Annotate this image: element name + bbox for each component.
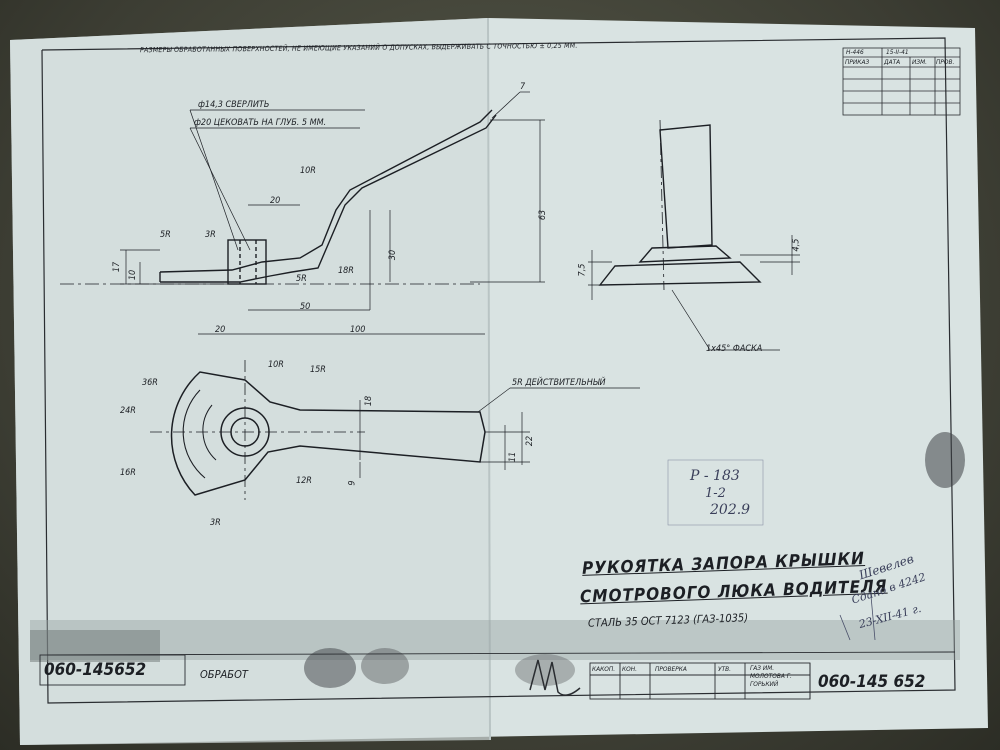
part-number-right: 060-145 652 bbox=[818, 672, 926, 692]
dim-10: 10 bbox=[128, 269, 139, 281]
stamp-cell-control: КОН. bbox=[622, 665, 638, 673]
dim-5r-left: 5R bbox=[160, 230, 171, 240]
end-view-dims bbox=[588, 235, 800, 351]
dim-4-5: 4,5 bbox=[791, 238, 802, 252]
dim-10r-side: 10R bbox=[300, 166, 316, 176]
hole-note-drill: ф14,3 СВЕРЛИТЬ bbox=[198, 100, 270, 110]
process-label: ОБРАБОТ bbox=[200, 668, 248, 681]
dim-20-side: 20 bbox=[270, 196, 281, 206]
dim-15r: 15R bbox=[310, 365, 326, 375]
revision-header-date: ДАТА bbox=[884, 58, 901, 66]
stamp-org: ГАЗ ИМ. МОЛОТОВА Г. ГОРЬКИЙ bbox=[750, 664, 792, 688]
pencil-note-1-2: 1-2 bbox=[705, 486, 726, 501]
fold-line bbox=[487, 17, 491, 741]
pencil-note-number: 202.9 bbox=[710, 502, 751, 518]
dim-18: 18 bbox=[364, 395, 375, 407]
revision-table bbox=[842, 47, 961, 116]
dim-10r-plan: 10R bbox=[268, 360, 284, 370]
plan-view-dims bbox=[359, 387, 640, 478]
dim-50: 50 bbox=[300, 302, 311, 312]
pencil-note-p183: Р - 183 bbox=[690, 468, 740, 484]
chamfer-note: 1х45° ФАСКА bbox=[706, 344, 763, 354]
side-view bbox=[159, 109, 497, 285]
paper-left-shade bbox=[10, 18, 490, 745]
grime-blot-1 bbox=[304, 648, 356, 688]
revision-header-order: ПРИКАЗ bbox=[845, 58, 870, 66]
dim-18r: 18R bbox=[338, 266, 354, 276]
grime-blot-2 bbox=[361, 648, 409, 684]
dim-24r: 24R bbox=[120, 406, 136, 416]
end-view bbox=[598, 119, 762, 291]
grime-blot-3 bbox=[925, 432, 965, 488]
dim-3r: 3R bbox=[205, 230, 216, 240]
dim-11: 11 bbox=[508, 451, 519, 463]
dim-63: 63 bbox=[538, 209, 549, 221]
stamp-cell-approve: УТВ. bbox=[718, 665, 732, 673]
dim-7-5: 7,5 bbox=[577, 263, 588, 277]
stamp-cell-copy: КАКОП. bbox=[592, 665, 616, 673]
dim-17: 17 bbox=[112, 261, 123, 273]
dim-100: 100 bbox=[350, 325, 366, 335]
revision-date: 15-II-41 bbox=[886, 48, 909, 56]
signature bbox=[529, 659, 581, 696]
frame-border bbox=[41, 37, 956, 704]
dim-7: 7 bbox=[520, 82, 526, 92]
revision-order-no: Н-446 bbox=[846, 48, 864, 56]
dim-3r-plan: 3R bbox=[210, 518, 221, 528]
dim-9: 9 bbox=[347, 480, 358, 486]
revision-header-change: ИЗМ. bbox=[912, 58, 928, 66]
revision-header-check: ПРОВ. bbox=[936, 58, 955, 66]
dim-16r: 16R bbox=[120, 468, 136, 478]
hole-note-counterbore: ф20 ЦЕКОВАТЬ НА ГЛУБ. 5 ММ. bbox=[194, 118, 327, 128]
pencil-scribble bbox=[839, 584, 876, 641]
grime-left bbox=[30, 630, 160, 662]
grime-blot-4 bbox=[515, 654, 575, 686]
radius-note: 5R ДЕЙСТВИТЕЛЬНЫЙ bbox=[512, 378, 606, 388]
dim-12r: 12R bbox=[296, 476, 312, 486]
part-number-left: 060-145652 bbox=[44, 660, 147, 680]
side-view-dims bbox=[60, 91, 545, 335]
dim-20-bottom: 20 bbox=[215, 325, 226, 335]
dim-5r-mid: 5R bbox=[296, 274, 307, 284]
grime-bottom bbox=[30, 620, 960, 660]
dim-30: 30 bbox=[388, 249, 399, 261]
pencil-box bbox=[667, 459, 764, 526]
stamp-cell-check: ПРОВЕРКА bbox=[655, 665, 687, 673]
dim-36r: 36R bbox=[142, 378, 158, 388]
dim-22: 22 bbox=[525, 435, 536, 447]
stamp-grid bbox=[39, 651, 956, 700]
